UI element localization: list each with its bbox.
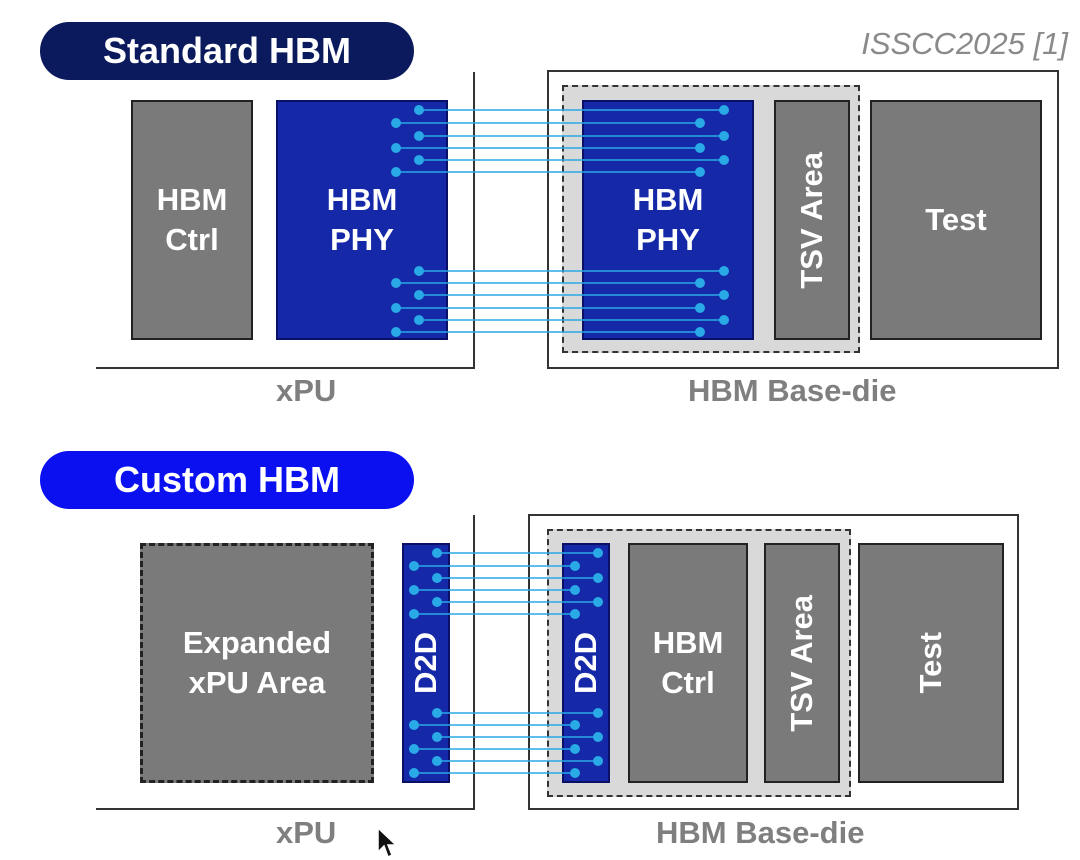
wire-pin-dot bbox=[570, 585, 580, 595]
std-xpu-border-right bbox=[473, 72, 475, 369]
wire-pin-dot bbox=[391, 118, 401, 128]
wire-pin-dot bbox=[409, 609, 419, 619]
wire-pin-dot bbox=[719, 105, 729, 115]
wire-pin-dot bbox=[593, 756, 603, 766]
wire-pin-dot bbox=[414, 290, 424, 300]
cus-base-d2d-block: D2D bbox=[562, 543, 610, 783]
wire-pin-dot bbox=[432, 756, 442, 766]
wire-pin-dot bbox=[391, 327, 401, 337]
wire-pin-dot bbox=[391, 167, 401, 177]
wire-pin-dot bbox=[593, 597, 603, 607]
std-xpu-hbm-phy-block: HBM PHY bbox=[276, 100, 448, 340]
wire-layer bbox=[391, 105, 729, 778]
std-base-phy-line1: HBM bbox=[632, 182, 704, 217]
wire-pin-dot bbox=[409, 585, 419, 595]
std-hbm-ctrl-line2: Ctrl bbox=[165, 222, 219, 257]
std-xpu-phy-line2: PHY bbox=[330, 222, 394, 257]
wire-pin-dot bbox=[414, 105, 424, 115]
wire-pin-dot bbox=[391, 143, 401, 153]
cus-hbm-ctrl-line2: Ctrl bbox=[661, 665, 715, 700]
wire-pin-dot bbox=[432, 732, 442, 742]
std-base-phy-line2: PHY bbox=[636, 222, 700, 257]
wire-pin-dot bbox=[593, 573, 603, 583]
wire-pin-dot bbox=[570, 609, 580, 619]
std-hbm-ctrl-line1: HBM bbox=[156, 182, 228, 217]
wire-pin-dot bbox=[432, 708, 442, 718]
wire-pin-dot bbox=[695, 167, 705, 177]
wire-pin-dot bbox=[593, 708, 603, 718]
wire-pin-dot bbox=[593, 732, 603, 742]
wire-pin-dot bbox=[570, 720, 580, 730]
cus-hbm-ctrl-block: HBM Ctrl bbox=[628, 543, 748, 783]
cus-xpu-d2d-block: D2D bbox=[402, 543, 450, 783]
std-base-die-label: HBM Base-die bbox=[688, 373, 897, 408]
wire-pin-dot bbox=[414, 131, 424, 141]
std-xpu-border-bottom bbox=[96, 367, 475, 369]
cus-hbm-ctrl-line1: HBM bbox=[652, 625, 724, 660]
mouse-cursor-icon bbox=[377, 826, 398, 859]
std-test-block: Test bbox=[870, 100, 1042, 340]
wire-pin-dot bbox=[570, 768, 580, 778]
wire-pin-dot bbox=[695, 327, 705, 337]
cus-xpu-border-bottom bbox=[96, 808, 475, 810]
wire-pin-dot bbox=[409, 561, 419, 571]
wire-pin-dot bbox=[695, 143, 705, 153]
wire-pin-dot bbox=[695, 118, 705, 128]
expanded-line2: xPU Area bbox=[188, 665, 326, 700]
wire-pin-dot bbox=[593, 548, 603, 558]
wire-pin-dot bbox=[570, 561, 580, 571]
wire-pin-dot bbox=[570, 744, 580, 754]
cus-tsv-area-block: TSV Area bbox=[764, 543, 840, 783]
wire-pin-dot bbox=[719, 266, 729, 276]
std-base-die-frame bbox=[547, 70, 1059, 369]
std-xpu-label: xPU bbox=[276, 373, 337, 408]
wire-pin-dot bbox=[409, 720, 419, 730]
wire-pin-dot bbox=[432, 597, 442, 607]
wire-pin-dot bbox=[719, 290, 729, 300]
wire-pin-dot bbox=[695, 278, 705, 288]
std-test-label: Test bbox=[925, 202, 987, 237]
wire-pin-dot bbox=[719, 155, 729, 165]
wire-pin-dot bbox=[409, 744, 419, 754]
wire-pin-dot bbox=[719, 315, 729, 325]
wire-pin-dot bbox=[414, 266, 424, 276]
wire-pin-dot bbox=[391, 278, 401, 288]
wire-pin-dot bbox=[432, 573, 442, 583]
wire-pin-dot bbox=[719, 131, 729, 141]
custom-hbm-title: Custom HBM bbox=[40, 451, 414, 509]
wire-pin-dot bbox=[414, 155, 424, 165]
cus-test-block: Test bbox=[858, 543, 1004, 783]
cus-base-die-frame bbox=[528, 514, 1019, 810]
cus-xpu-label: xPU bbox=[276, 815, 337, 850]
expanded-xpu-area-block: Expanded xPU Area bbox=[140, 543, 374, 783]
standard-hbm-title: Standard HBM bbox=[40, 22, 414, 80]
wire-pin-dot bbox=[695, 303, 705, 313]
std-tsv-area-block: TSV Area bbox=[774, 100, 850, 340]
std-xpu-phy-line1: HBM bbox=[326, 182, 398, 217]
expanded-line1: Expanded bbox=[182, 625, 332, 660]
wire-pin-dot bbox=[391, 303, 401, 313]
wire-pin-dot bbox=[432, 548, 442, 558]
wire-pin-dot bbox=[409, 768, 419, 778]
citation: ISSCC2025 [1] bbox=[861, 26, 1068, 61]
std-hbm-ctrl-block: HBM Ctrl bbox=[131, 100, 253, 340]
cus-xpu-border-right bbox=[473, 515, 475, 810]
wire-pin-dot bbox=[414, 315, 424, 325]
cus-base-die-label: HBM Base-die bbox=[656, 815, 865, 850]
